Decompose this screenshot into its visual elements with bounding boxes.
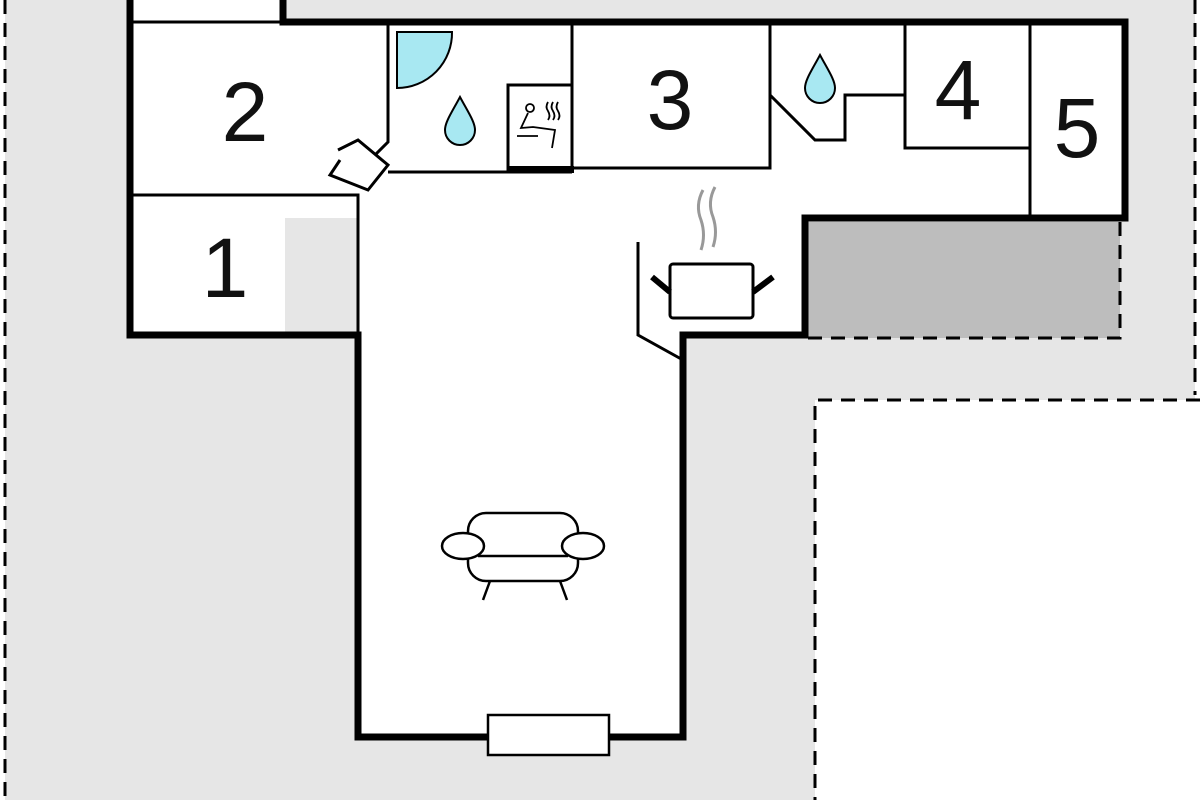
room-label-4: 4	[935, 43, 982, 137]
sofa-icon	[440, 511, 606, 601]
fireplace-icon	[486, 713, 611, 757]
terrace	[808, 222, 1120, 338]
sauna-bench-wall	[508, 166, 574, 173]
sauna-icon	[517, 101, 561, 149]
shower-icon	[396, 31, 454, 90]
water-drop-icon	[443, 94, 477, 146]
garden-area	[815, 400, 1200, 800]
cooking-pot-icon	[650, 186, 775, 320]
outer-walls	[126, 0, 1129, 741]
room-label-1: 1	[202, 221, 249, 315]
room-label-5: 5	[1054, 81, 1101, 175]
room-label-2: 2	[222, 65, 269, 159]
terrace-edge	[808, 222, 1122, 340]
water-drop-icon	[803, 52, 837, 104]
room-label-3: 3	[647, 53, 694, 147]
interior-walls	[130, 20, 1032, 362]
property-boundary	[3, 0, 1200, 800]
